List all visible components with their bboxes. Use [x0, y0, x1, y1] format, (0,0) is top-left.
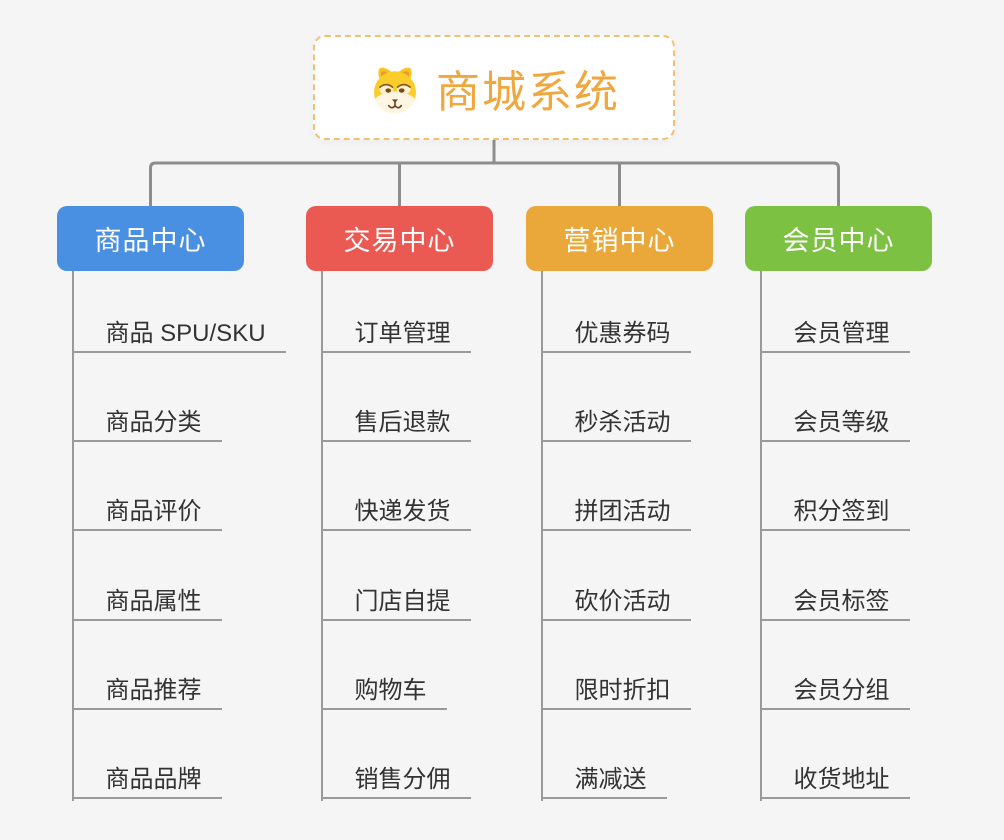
leaf-node[interactable]: 会员标签 [760, 571, 910, 621]
branch-node[interactable]: 交易中心 [306, 206, 493, 271]
leaf-label: 秒杀活动 [574, 408, 671, 436]
leaf-label: 门店自提 [354, 587, 451, 615]
branch-trunk-line [540, 271, 543, 801]
leaf-node[interactable]: 商品品牌 [72, 749, 222, 799]
leaf-label: 积分签到 [793, 497, 890, 525]
leaf-label: 销售分佣 [354, 765, 451, 793]
leaf-label: 会员管理 [793, 319, 890, 347]
branch-column: 订单管理售后退款快递发货门店自提购物车销售分佣 [320, 0, 582, 840]
branch-node[interactable]: 营销中心 [526, 206, 713, 271]
leaf-node[interactable]: 砍价活动 [541, 571, 691, 621]
leaf-node[interactable]: 快递发货 [321, 481, 471, 531]
leaf-node[interactable]: 商品 SPU/SKU [72, 303, 286, 353]
leaf-node[interactable]: 秒杀活动 [541, 392, 691, 442]
leaf-node[interactable]: 会员等级 [760, 392, 910, 442]
leaf-label: 砍价活动 [574, 587, 671, 615]
leaf-node[interactable]: 商品分类 [72, 392, 222, 442]
leaf-node[interactable]: 限时折扣 [541, 660, 691, 710]
root-title: 商城系统 [436, 67, 620, 117]
branch-node[interactable]: 会员中心 [745, 206, 932, 271]
leaf-node[interactable]: 会员管理 [760, 303, 910, 353]
leaf-label: 商品评价 [105, 497, 202, 525]
leaf-label: 会员分组 [793, 676, 890, 704]
root-node[interactable]: 商城系统 [313, 35, 675, 140]
branch-column: 商品 SPU/SKU 商品分类商品评价商品属性商品推荐商品品牌 [71, 0, 333, 840]
leaf-label: 满减送 [574, 765, 647, 793]
leaf-node[interactable]: 商品推荐 [72, 660, 222, 710]
leaf-node[interactable]: 商品评价 [72, 481, 222, 531]
leaf-label: 购物车 [354, 676, 427, 704]
leaf-node[interactable]: 积分签到 [760, 481, 910, 531]
leaf-label: 商品 SPU/SKU [105, 319, 266, 347]
leaf-label: 优惠券码 [574, 319, 671, 347]
leaf-label: 会员标签 [793, 587, 890, 615]
leaf-label: 会员等级 [793, 408, 890, 436]
leaf-label: 售后退款 [354, 408, 451, 436]
leaf-label: 限时折扣 [574, 676, 671, 704]
leaf-node[interactable]: 会员分组 [760, 660, 910, 710]
leaf-label: 收货地址 [793, 765, 890, 793]
leaf-node[interactable]: 订单管理 [321, 303, 471, 353]
leaf-label: 快递发货 [354, 497, 451, 525]
dog-face-icon [368, 62, 422, 114]
branch-column: 会员管理会员等级积分签到会员标签会员分组收货地址 [759, 0, 1004, 840]
leaf-node[interactable]: 商品属性 [72, 571, 222, 621]
branch-trunk-line [320, 271, 323, 801]
leaf-label: 订单管理 [354, 319, 451, 347]
leaf-node[interactable]: 收货地址 [760, 749, 910, 799]
leaf-node[interactable]: 购物车 [321, 660, 447, 710]
leaf-label: 拼团活动 [574, 497, 671, 525]
leaf-node[interactable]: 门店自提 [321, 571, 471, 621]
leaf-node[interactable]: 优惠券码 [541, 303, 691, 353]
branch-trunk-line [759, 271, 762, 801]
branch-column: 优惠券码秒杀活动拼团活动砍价活动限时折扣满减送 [540, 0, 802, 840]
leaf-label: 商品品牌 [105, 765, 202, 793]
leaf-label: 商品属性 [105, 587, 202, 615]
leaf-node[interactable]: 销售分佣 [321, 749, 471, 799]
leaf-node[interactable]: 售后退款 [321, 392, 471, 442]
leaf-label: 商品分类 [105, 408, 202, 436]
leaf-label: 商品推荐 [105, 676, 202, 704]
leaf-node[interactable]: 拼团活动 [541, 481, 691, 531]
branch-trunk-line [71, 271, 74, 801]
branch-node[interactable]: 商品中心 [57, 206, 244, 271]
leaf-node[interactable]: 满减送 [541, 749, 667, 799]
